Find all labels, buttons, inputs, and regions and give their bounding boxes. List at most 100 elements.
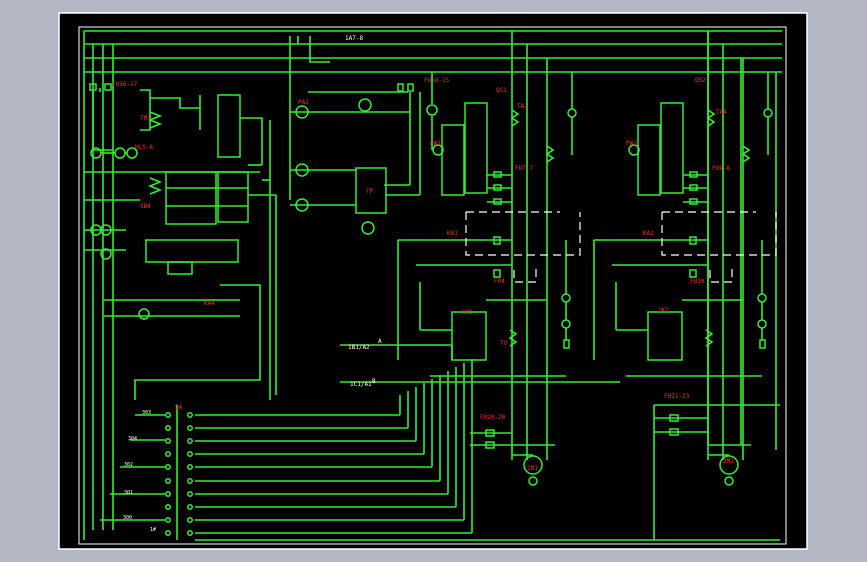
fuse-b	[689, 236, 697, 245]
label-kk1: 1K1	[462, 309, 473, 316]
label-qs2: QS2	[695, 77, 706, 84]
label-fuc: FU20-20	[480, 414, 506, 421]
lamp-b	[763, 108, 773, 118]
fuse-b	[689, 198, 698, 205]
terminal	[165, 478, 171, 484]
label-fu2: FU18-15	[424, 77, 450, 84]
terminal	[187, 530, 193, 536]
label-x1: 303	[142, 410, 151, 416]
fuse-a	[493, 198, 502, 205]
label-in1: 1B1/A2	[348, 344, 370, 351]
wire	[134, 284, 261, 400]
wire	[150, 97, 200, 109]
terminal	[165, 412, 171, 418]
fuse-a	[493, 269, 501, 278]
label-fud: FU21-23	[664, 393, 690, 400]
fuse-fu	[485, 441, 495, 449]
instrument-block-a	[464, 102, 488, 194]
fuse-b	[689, 171, 698, 178]
fuse-symbol	[407, 83, 414, 92]
lamp-a	[567, 108, 577, 118]
lamp-a	[561, 319, 571, 329]
fuse-b	[689, 184, 698, 191]
meter-pm	[295, 163, 309, 177]
wire	[140, 89, 151, 131]
label-fu10: FU10	[690, 278, 705, 285]
terminal	[187, 425, 193, 431]
wire	[240, 117, 263, 140]
terminal	[187, 451, 193, 457]
transducer-tp	[355, 167, 387, 214]
fuse-b	[759, 339, 766, 349]
label-x6: 1#	[150, 527, 156, 533]
label-b: B	[372, 378, 376, 385]
lamp-b	[757, 293, 767, 303]
instrument-block-b	[660, 102, 684, 194]
generator-a	[523, 455, 543, 475]
label-m2: 2M2	[723, 458, 734, 465]
terminal	[187, 412, 193, 418]
fuse-symbol	[397, 83, 404, 92]
fuse-a	[493, 184, 502, 191]
white-dashed-a	[513, 265, 537, 283]
terminal	[187, 504, 193, 510]
fuse-a	[563, 339, 570, 349]
meter-pa	[295, 105, 309, 119]
terminal	[165, 464, 171, 470]
label-x4: 301	[124, 490, 133, 496]
relay-box	[217, 94, 241, 158]
label-pw1: PW1	[430, 140, 441, 147]
label-tp: TP	[366, 188, 374, 195]
ct-b	[741, 145, 751, 163]
label-x3: 302	[124, 462, 133, 468]
ct-a	[510, 109, 520, 127]
lamp-a	[561, 293, 571, 303]
white-dashed-b	[709, 265, 733, 283]
label-tm1: TM1	[140, 115, 151, 122]
wire	[92, 90, 113, 151]
label-m1: 1M1	[527, 465, 538, 472]
fuse-symbol	[89, 83, 97, 91]
lamp-symbol	[126, 147, 138, 159]
wire	[309, 36, 330, 63]
generator-b	[719, 455, 739, 475]
meter	[100, 248, 112, 260]
label-pa2: PA2	[298, 99, 309, 106]
lamp-symbol	[114, 147, 126, 159]
fuse-fu	[669, 428, 679, 436]
fuse-a	[493, 171, 502, 178]
coil	[147, 111, 163, 129]
label-ka4: KA4	[204, 300, 215, 307]
label-fu8: FU9-8	[712, 165, 730, 172]
terminal	[187, 478, 193, 484]
label-ka2: KA2	[643, 230, 654, 237]
terminal	[187, 464, 193, 470]
lamp-b	[757, 319, 767, 329]
component-layer	[89, 83, 773, 536]
meter-cos	[358, 98, 372, 112]
terminal	[165, 425, 171, 431]
relay-box	[217, 171, 249, 223]
meter-b	[628, 144, 640, 156]
instrument-block-a	[441, 124, 465, 196]
lamp-symbol	[138, 308, 150, 320]
terminal	[187, 438, 193, 444]
coil-a	[508, 329, 518, 347]
terminal	[165, 491, 171, 497]
lamp-symbol	[90, 147, 102, 159]
relay-box	[165, 171, 217, 225]
relay-b	[647, 311, 683, 361]
label-sa: SA	[175, 404, 183, 411]
label-fu7: FU7-7	[515, 165, 533, 172]
label-ka: 1A7-8	[345, 35, 363, 42]
label-ta4: TA4	[716, 109, 727, 116]
fuse-fu	[669, 414, 679, 422]
fuse-fu	[485, 429, 495, 437]
terminal	[165, 451, 171, 457]
terminal	[165, 517, 171, 523]
meter-pw	[426, 104, 438, 116]
ground-b	[724, 476, 734, 486]
coil-box	[167, 261, 193, 275]
